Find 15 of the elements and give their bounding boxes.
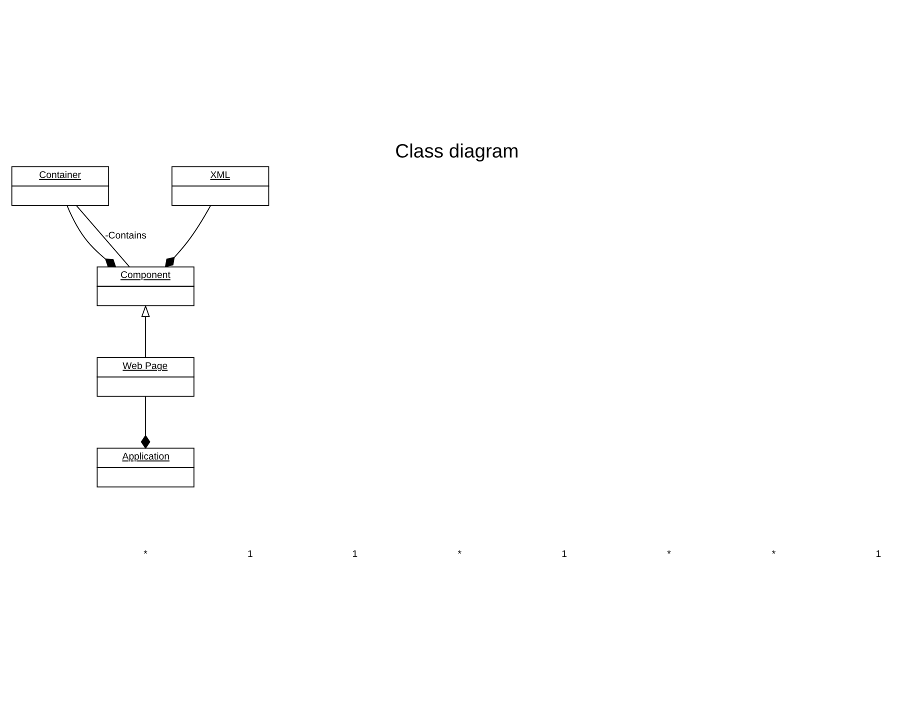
label: 1 [352, 548, 358, 560]
connector [76, 204, 130, 267]
label: * [772, 548, 776, 560]
connector [164, 204, 212, 267]
diagram-title: Class diagram [395, 140, 519, 162]
label: * [144, 548, 148, 560]
connector [140, 396, 150, 448]
label: 1 [248, 548, 253, 560]
edge-label: -Contains [105, 230, 146, 242]
label: 1 [562, 548, 568, 560]
connector [66, 204, 116, 267]
label: 1 [876, 548, 882, 560]
label: * [667, 548, 671, 560]
arrow [141, 304, 150, 358]
label: * [458, 548, 462, 560]
